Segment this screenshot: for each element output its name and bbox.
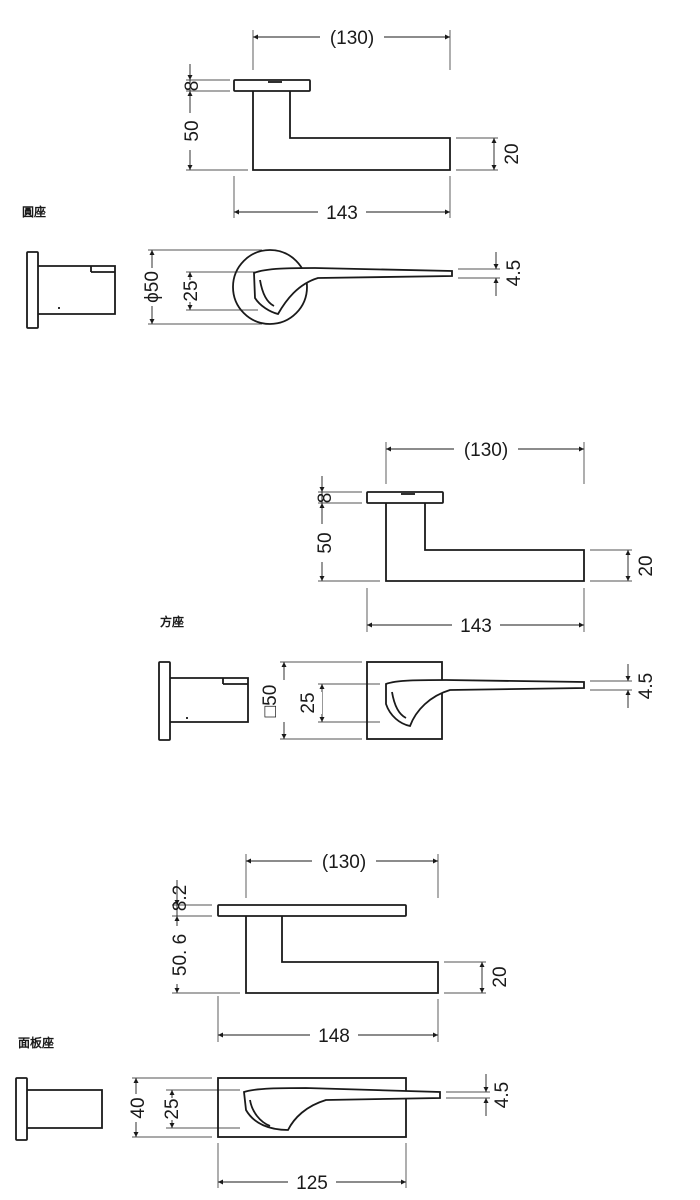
dim-rose-8-2: 8.2 [170, 885, 191, 911]
dim-plate-125: 125 [296, 1173, 328, 1194]
dim-rose-8: 8 [315, 493, 336, 504]
dim-spindle-25: 25 [162, 1098, 183, 1119]
dim-thickness-4-5: 4.5 [492, 1082, 513, 1108]
dim-spindle-25: 25 [298, 692, 319, 713]
dim-grip-20: 20 [490, 966, 511, 987]
top-view-lever [217, 904, 439, 994]
dim-thickness-4-5: 4.5 [636, 673, 657, 699]
dim-height-50: 50 [182, 120, 203, 141]
dim-overall-143: 143 [460, 616, 492, 637]
dim-width-130: (130) [322, 852, 366, 873]
dim-width-130: (130) [330, 28, 374, 49]
dim-height-50: 50 [315, 532, 336, 553]
dim-grip-20: 20 [636, 555, 657, 576]
section-label-round: 圓座 [22, 204, 46, 219]
section-square-rose: 方座 (130) 8 50 20 143 [158, 440, 657, 741]
side-view [158, 661, 249, 741]
front-view-square [366, 661, 585, 740]
dim-rose-diameter: ϕ50 [142, 271, 163, 303]
top-view-lever [233, 79, 451, 171]
dim-grip-20: 20 [502, 143, 523, 164]
dim-overall-148: 148 [318, 1026, 350, 1047]
top-view-lever [366, 491, 585, 582]
dim-thickness-4-5: 4.5 [504, 260, 525, 286]
section-round-rose: 圓座 (130) 8 50 20 143 [22, 28, 525, 329]
side-view [26, 251, 116, 329]
dim-height-50-6: 50. 6 [170, 934, 191, 976]
dim-width-130: (130) [464, 440, 508, 461]
dim-plate-height-40: 40 [128, 1097, 149, 1118]
front-view-plate [217, 1077, 441, 1138]
dim-rose-square: □50 [260, 685, 281, 718]
section-label-plate: 面板座 [18, 1035, 54, 1050]
side-view [15, 1077, 103, 1141]
dim-overall-143: 143 [326, 203, 358, 224]
section-label-square: 方座 [160, 614, 184, 629]
dim-spindle-25: 25 [181, 280, 202, 301]
dim-rose-8: 8 [182, 81, 203, 92]
section-plate-rose: 面板座 (130) 8.2 50. 6 20 148 [15, 852, 513, 1194]
front-view-round [232, 249, 453, 325]
